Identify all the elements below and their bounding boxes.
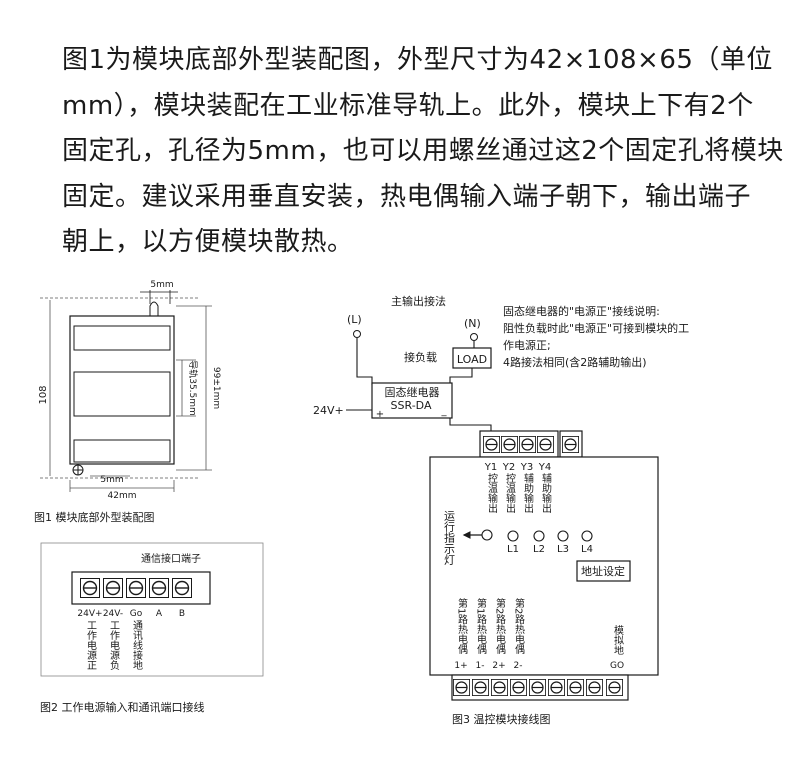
intro-line: 固定。建议采用垂直安装，热电偶输入端子朝下，输出端子 <box>62 181 752 212</box>
terminal-screw-icon <box>126 578 146 598</box>
intro-line: 固定孔，孔径为5mm，也可以用螺丝通过这2个固定孔将模块 <box>62 136 784 166</box>
fig3-top-terminal-block <box>479 430 583 458</box>
fig1-dim-bottom-hole: 5mm <box>100 475 123 485</box>
fig2-terminal-label: B <box>179 609 185 619</box>
fig3-top-terminal-id: Y3 <box>520 462 533 473</box>
fig3-led <box>581 530 593 542</box>
fig2-terminal-desc: 通讯线接地 <box>131 620 143 670</box>
fig2-frame <box>40 542 264 677</box>
terminal-screw-icon <box>80 578 100 598</box>
fig2-title: 通信接口端子 <box>141 552 201 565</box>
terminal-screw-icon <box>586 679 603 696</box>
fig3-ssr-line1: 固态继电器 <box>385 386 440 399</box>
fig2-terminal-label: Go <box>130 609 143 619</box>
fig3-note-line: 作电源正; <box>503 338 551 352</box>
fig1-dim-height: 108 <box>38 385 49 404</box>
fig3-ssr-plus: + <box>376 409 384 420</box>
fig3-channel-desc: 第2路热电偶 <box>513 597 525 655</box>
fig2-terminal-desc: 工作电源正 <box>85 620 97 670</box>
fig1-dim-hole-span: 99±1mm <box>211 367 221 409</box>
terminal-screw-icon <box>103 578 123 598</box>
fig3-channel-pin: 2- <box>514 661 523 671</box>
fig2-terminal-label: 24V+ <box>77 609 102 619</box>
fig3-channel-pin: 1+ <box>454 661 467 671</box>
fig3-top-terminal-id: Y2 <box>502 462 515 473</box>
fig3-top-terminal-desc: 控温输出 <box>504 472 516 513</box>
fig2-terminal-label: 24V- <box>103 609 123 619</box>
fig3-analog-ground: 模拟地 <box>612 625 624 655</box>
fig2-caption: 图2 工作电源输入和通讯端口接线 <box>40 700 205 714</box>
terminal-screw-icon <box>606 679 623 696</box>
fig2-terminal-block <box>71 571 211 605</box>
terminal-screw-icon <box>567 679 584 696</box>
terminal-screw-icon <box>172 578 192 598</box>
terminal-screw-icon <box>562 436 579 453</box>
fig3-address-label: 地址设定 <box>581 564 625 578</box>
fig3-go: GO <box>610 661 624 671</box>
fig3-channel-desc: 第2路热电偶 <box>494 597 506 655</box>
fig3-ssr-minus: _ <box>441 406 448 417</box>
fig3-top-terminal-id: Y1 <box>484 462 497 473</box>
fig1-dim-top: 5mm <box>150 280 173 290</box>
intro-line: 朝上，以方便模块散热。 <box>62 227 354 257</box>
fig3-top-terminal-desc: 辅助输出 <box>540 472 552 513</box>
fig3-led-label: L1 <box>507 544 519 555</box>
terminal-screw-icon <box>529 679 546 696</box>
fig3-24v: 24V+ <box>313 404 344 417</box>
terminal-screw-icon <box>510 679 527 696</box>
intro-line: 图1为模块底部外型装配图，外型尺寸为42×108×65（单位 <box>62 45 773 75</box>
fig3-run-indicator-label: 运行指示灯 <box>443 510 456 565</box>
fig3-top-terminal-desc: 控温输出 <box>486 472 498 513</box>
fig3-ssr-box <box>371 382 453 419</box>
fig3-load-conn: 接负载 <box>404 350 437 364</box>
fig3-led <box>533 530 545 542</box>
terminal-screw-icon <box>491 679 508 696</box>
fig3-top-terminal-id: Y4 <box>538 462 551 473</box>
fig2-terminal-desc: 工作电源负 <box>108 620 120 671</box>
fig3-ssr-line2: SSR-DA <box>391 399 432 412</box>
fig3-led <box>557 530 569 542</box>
fig3-led-label: L4 <box>581 544 593 555</box>
fig3-load-label: LOAD <box>457 353 487 366</box>
terminal-screw-icon <box>548 679 565 696</box>
intro-paragraph: 图1为模块底部外型装配图，外型尺寸为42×108×65（单位 mm），模块装配在… <box>62 38 784 266</box>
fig3-address-button[interactable] <box>576 560 631 582</box>
terminal-screw-icon <box>483 436 500 453</box>
fig3-top-terminal-desc: 辅助输出 <box>522 472 534 513</box>
fig3-note-line: 阻性负载时此"电源正"可接到模块的工 <box>503 321 689 335</box>
fig3-run-led <box>481 529 493 541</box>
fig3-channel-desc: 第1路热电偶 <box>456 597 468 655</box>
fig3-bottom-terminal-block <box>451 674 629 701</box>
fig3-output-title: 主输出接法 <box>391 294 446 308</box>
fig1-caption: 图1 模块底部外型装配图 <box>34 510 155 524</box>
fig3-note-line: 固态继电器的"电源正"接线说明: <box>503 304 660 318</box>
fig2-terminal-label: A <box>156 609 163 619</box>
fig3-led-label: L3 <box>557 544 569 555</box>
terminal-screw-icon <box>519 436 536 453</box>
fig3-caption: 图3 温控模块接线图 <box>452 712 551 726</box>
terminal-screw-icon <box>472 679 489 696</box>
fig3-L: (L) <box>347 313 362 326</box>
terminal-screw-icon <box>149 578 169 598</box>
fig1-dim-width: 42mm <box>108 491 137 501</box>
fig3-channel-pin: 2+ <box>492 661 505 671</box>
fig1-module-outline: 108 5mm 导轨35.5mm 99±1mm 5mm 42mm <box>38 280 221 501</box>
intro-line: mm），模块装配在工业标准导轨上。此外，模块上下有2个 <box>62 90 754 121</box>
fig3-led <box>507 530 519 542</box>
fig3-note-line: 4路接法相同(含2路辅助输出) <box>503 355 647 369</box>
fig3-channel-pin: 1- <box>476 661 485 671</box>
terminal-screw-icon <box>501 436 518 453</box>
fig1-dim-rail: 导轨35.5mm <box>187 360 199 416</box>
fig3-led-label: L2 <box>533 544 545 555</box>
fig3-N: (N) <box>464 317 481 330</box>
terminal-screw-icon <box>453 679 470 696</box>
terminal-screw-icon <box>537 436 554 453</box>
fig3-channel-desc: 第1路热电偶 <box>475 597 487 655</box>
